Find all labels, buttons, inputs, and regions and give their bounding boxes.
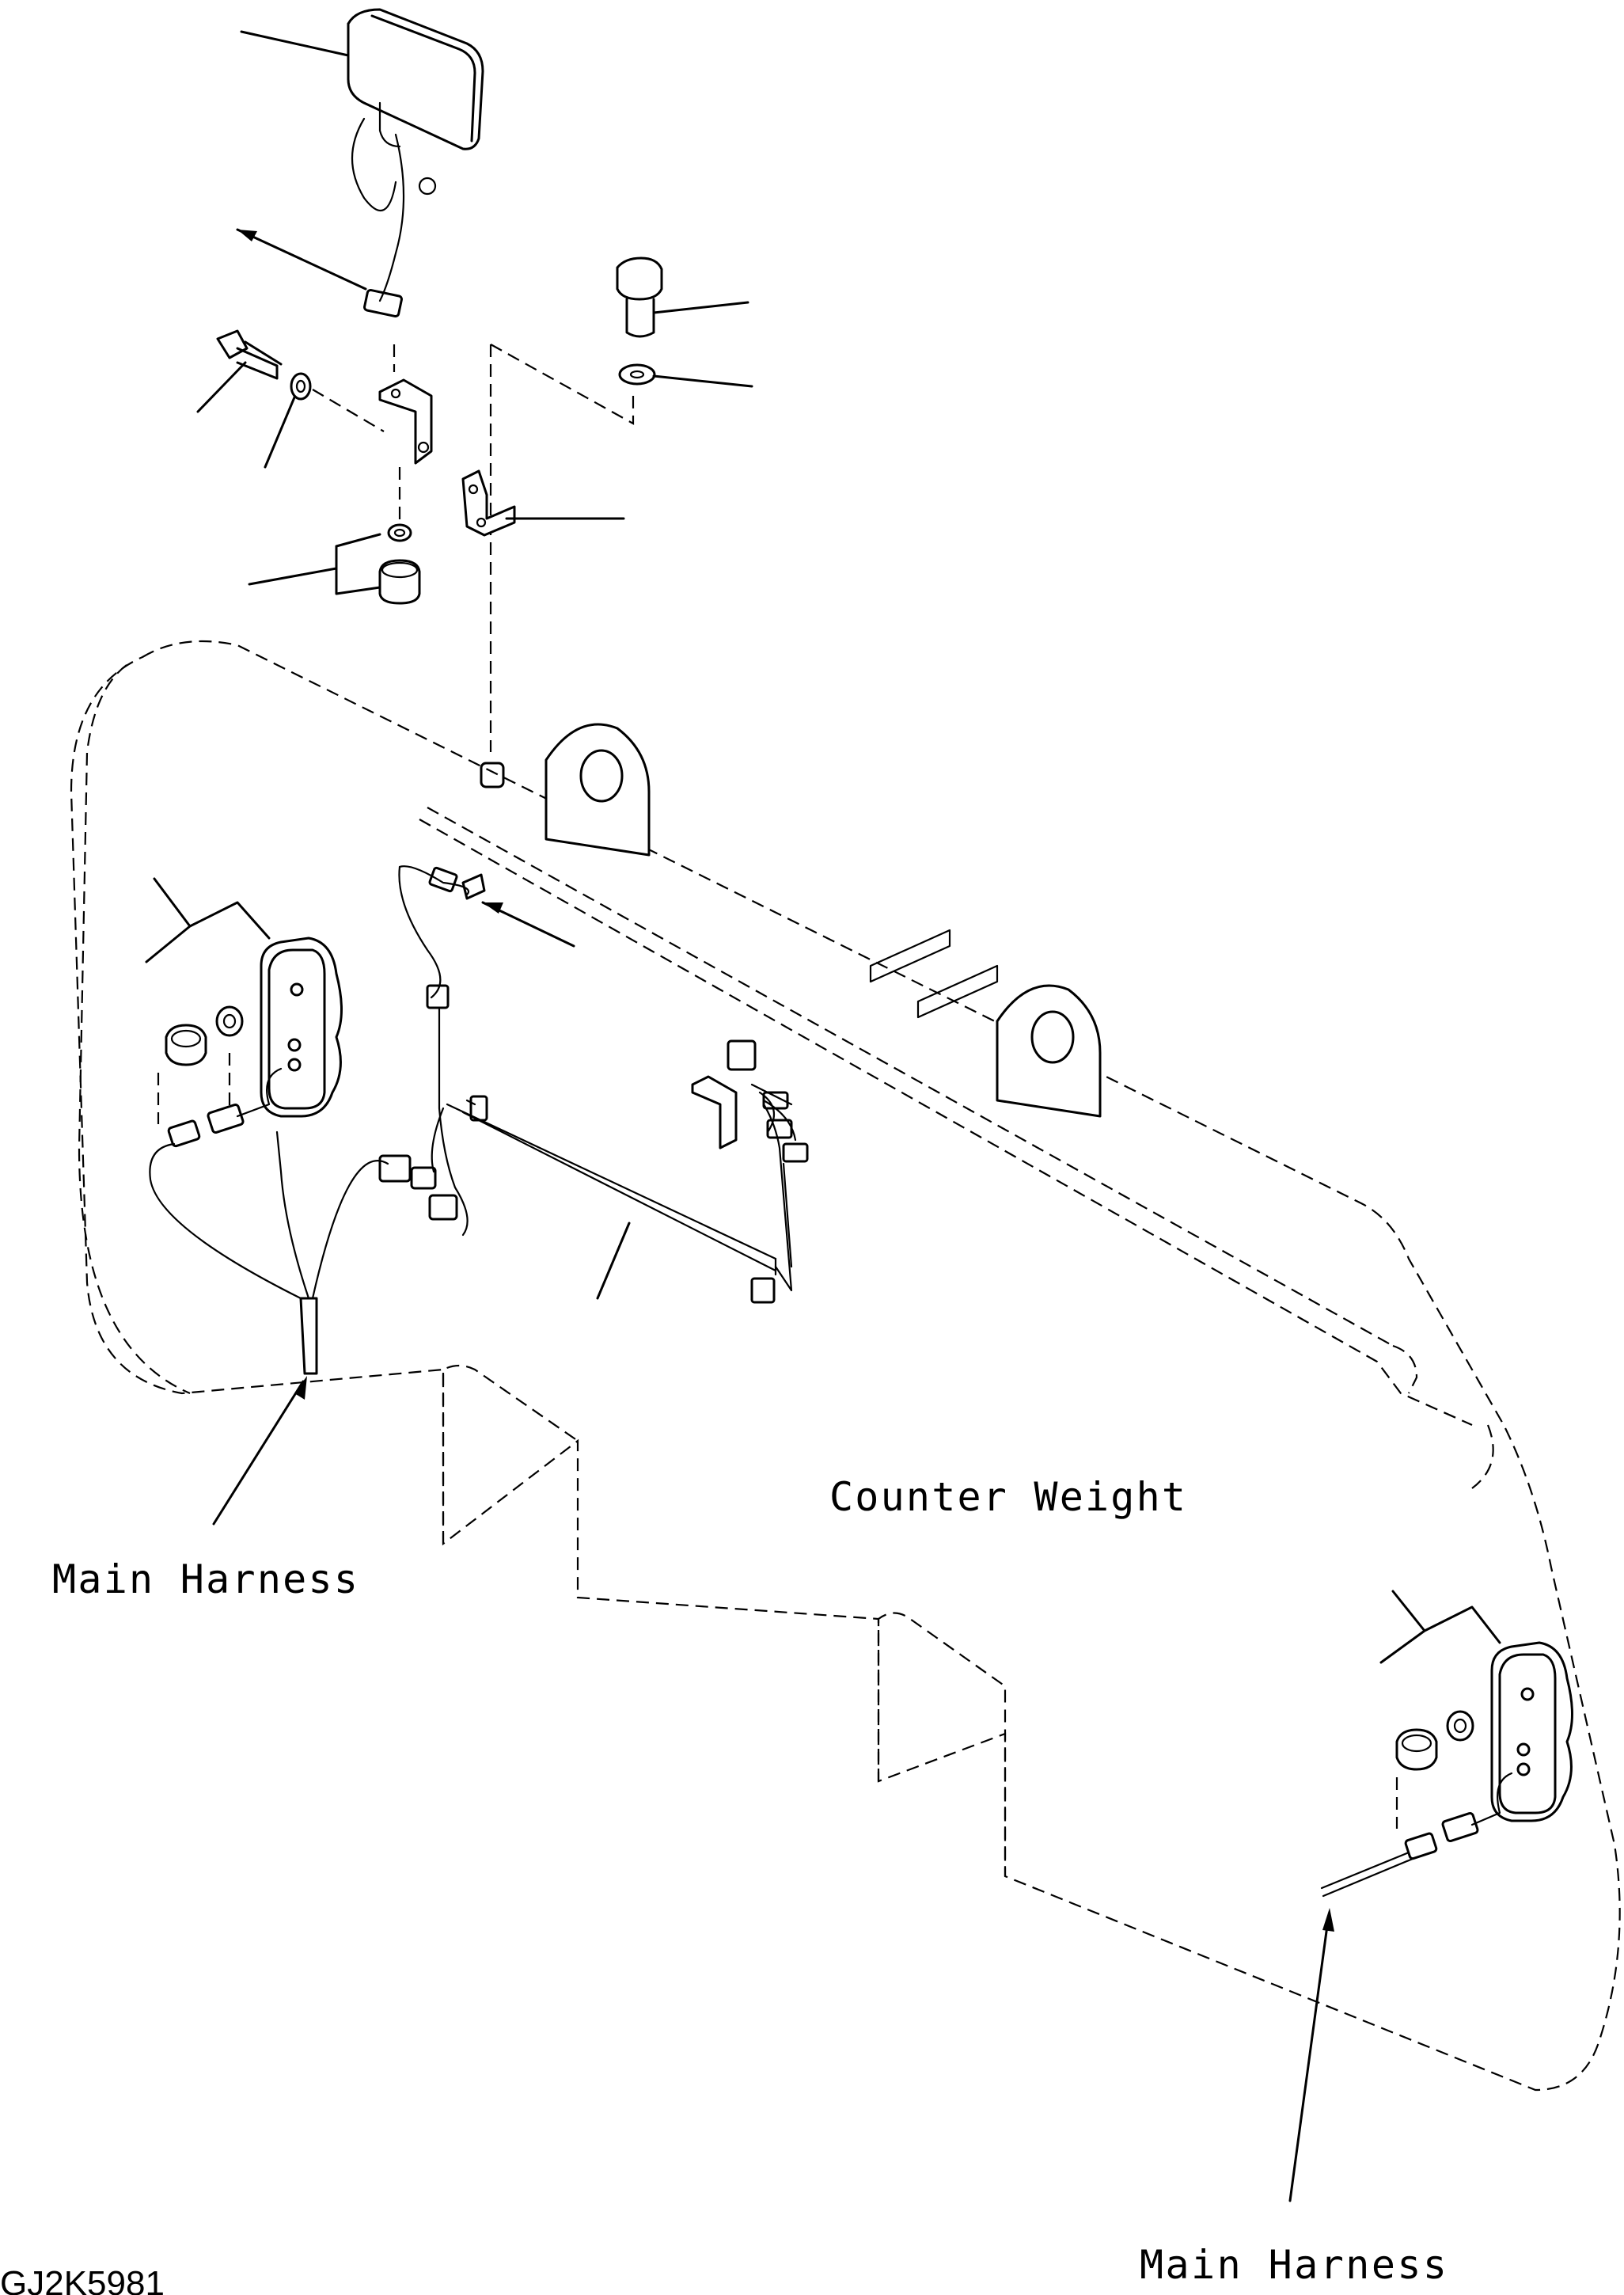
direction-arrow-line — [236, 228, 367, 291]
spacer-on-weight — [480, 762, 505, 788]
centerline-left-bolt — [312, 389, 385, 432]
washer-lower — [387, 523, 412, 542]
leader-central-harness — [596, 1222, 631, 1300]
mount-bracket — [461, 469, 516, 537]
leader-washer-left — [264, 396, 296, 469]
label-drawing-code: GJ2K5981 — [0, 2264, 165, 2295]
leader-work-lamp — [240, 30, 350, 57]
arrowhead-main-harness-left — [294, 1376, 307, 1400]
work-lamp-connector — [363, 288, 403, 318]
leader-washer-right — [652, 374, 753, 388]
work-lamp — [347, 8, 484, 302]
leader-nut — [248, 567, 338, 586]
lamp-bracket — [378, 378, 433, 465]
washer-left — [290, 372, 312, 401]
arrowhead-main-harness-right — [1322, 1908, 1334, 1932]
central-harness — [398, 865, 793, 1304]
direction-arrowhead — [237, 230, 257, 241]
leader-rear-lamp-right — [1379, 1590, 1501, 1664]
leader-main-harness-right — [1288, 1918, 1330, 2202]
bolt-right — [616, 256, 663, 338]
guide-line-top — [490, 344, 635, 425]
left-lamp-wiring — [149, 1067, 458, 1375]
leader-rear-lamp-left — [145, 877, 271, 963]
label-main-harness-left: Main Harness — [52, 1556, 358, 1602]
top-mount-blocks — [869, 929, 999, 1019]
label-main-harness-right: Main Harness — [1140, 2242, 1447, 2288]
leader-main-harness-left — [212, 1380, 305, 1526]
bolt-left — [216, 329, 283, 380]
label-counter-weight: Counter Weight — [829, 1474, 1186, 1520]
direction-arrowhead-2 — [483, 902, 503, 914]
washer-right — [618, 363, 656, 386]
nut-lower — [378, 559, 421, 605]
rear-lamp-left — [260, 937, 343, 1118]
lifting-eye-right — [996, 984, 1102, 1118]
leader-bolt-left — [196, 361, 247, 413]
lifting-eye-left — [544, 723, 651, 857]
relay-cluster — [691, 1039, 809, 1268]
right-lamp-wiring — [1320, 1772, 1513, 1898]
counter-weight-body — [70, 640, 1621, 2092]
leader-bracket-nut — [335, 533, 381, 595]
rear-lamp-right — [1490, 1641, 1573, 1822]
leader-bolt-right — [652, 301, 749, 314]
rear-lamp-right-fasteners — [1395, 1710, 1474, 1771]
rear-lamp-left-fasteners — [165, 1005, 244, 1066]
